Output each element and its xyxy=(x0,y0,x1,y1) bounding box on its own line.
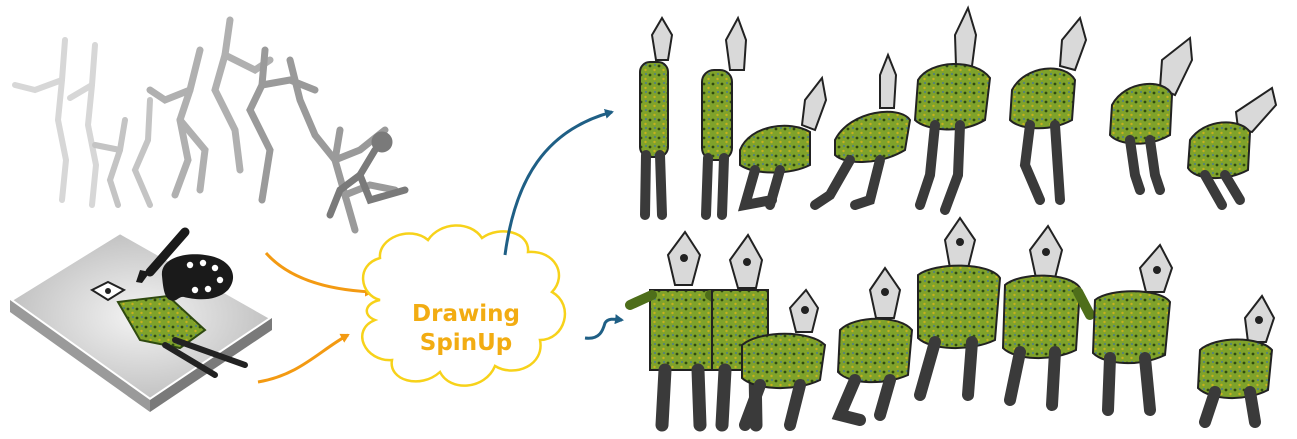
side-figure-3 xyxy=(740,78,826,205)
output-arrow-top xyxy=(505,112,612,255)
cloud-label-line1: Drawing xyxy=(392,300,540,329)
side-view-animation-sequence xyxy=(640,8,1276,215)
front-figure-7 xyxy=(1093,245,1172,410)
input-arrow-drawing xyxy=(258,335,348,382)
side-figure-7 xyxy=(1110,38,1192,190)
drawing-sheet-icon xyxy=(10,232,272,412)
skeleton-motion-icon xyxy=(15,20,405,230)
front-figure-5 xyxy=(918,218,1000,395)
cloud-label: Drawing SpinUp xyxy=(392,300,540,358)
front-figure-6 xyxy=(1003,226,1090,405)
front-view-animation-sequence xyxy=(630,218,1274,425)
input-arrow-motion xyxy=(266,253,372,292)
front-figure-4 xyxy=(838,268,912,420)
cloud-label-line2: SpinUp xyxy=(392,329,540,358)
side-figure-6 xyxy=(1010,18,1086,200)
output-arrow-bottom xyxy=(585,319,622,338)
side-figure-5 xyxy=(915,8,990,210)
side-figure-2 xyxy=(702,18,746,215)
side-figure-1 xyxy=(640,18,672,215)
side-figure-4 xyxy=(815,55,910,205)
front-figure-8 xyxy=(1198,296,1274,422)
front-figure-1 xyxy=(630,232,725,425)
side-figure-8 xyxy=(1188,88,1276,205)
paint-palette-icon xyxy=(162,254,233,300)
